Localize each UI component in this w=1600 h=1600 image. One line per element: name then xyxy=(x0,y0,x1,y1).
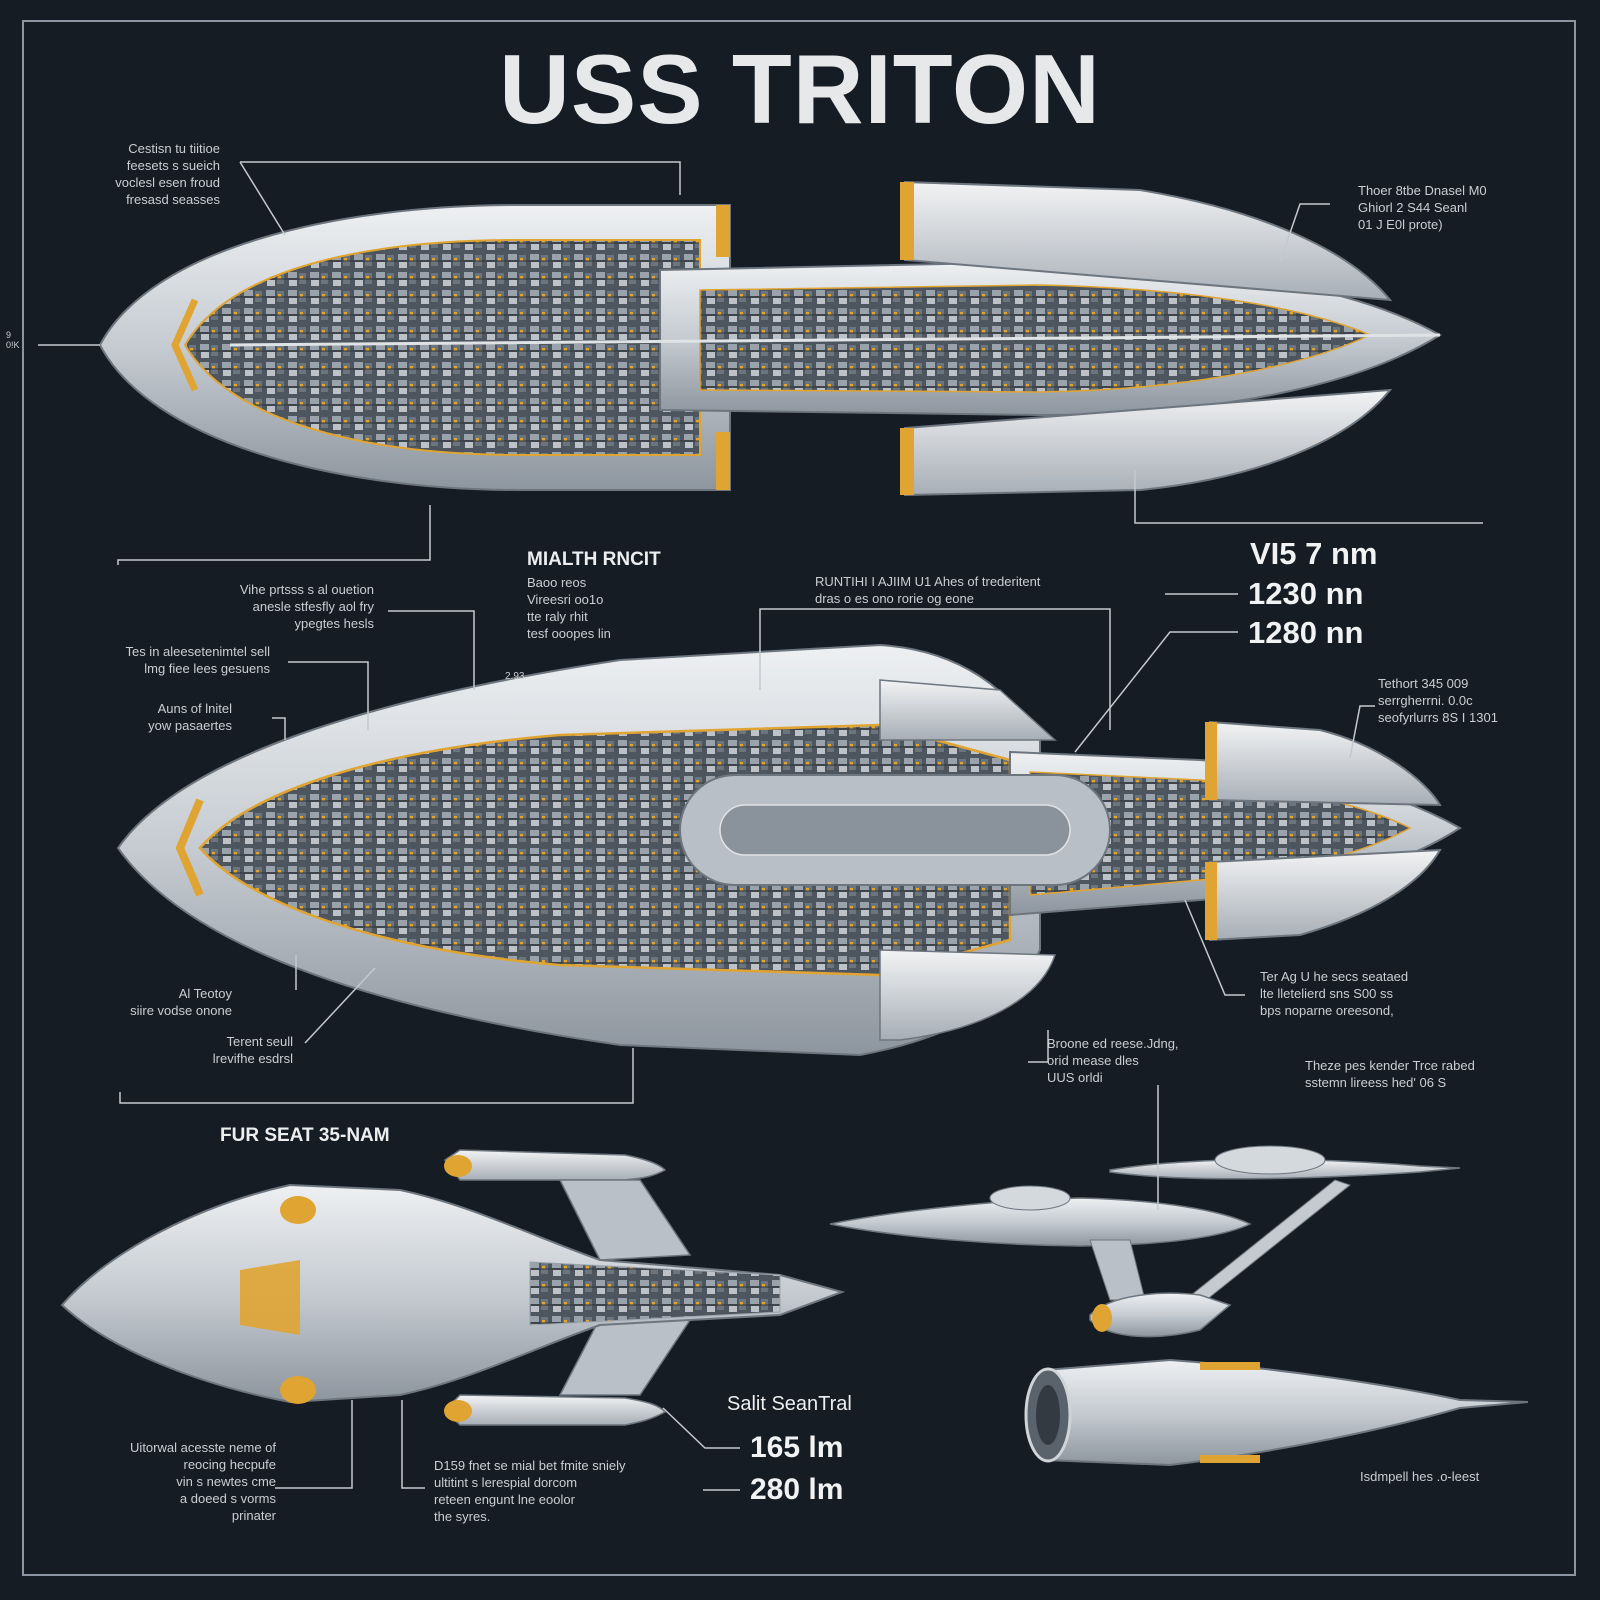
mid-bow-stripe xyxy=(175,798,204,897)
bottom-spec-label: Salit SeanTral xyxy=(727,1393,852,1415)
top-nacelle-cap-lower xyxy=(900,428,914,495)
mid-nacelle-lower xyxy=(1209,848,1442,942)
persp-nacelle-top xyxy=(443,1149,667,1181)
mid-callout-bottom: Broone ed reese.Jdng, orid mease dles UU… xyxy=(1047,1036,1179,1085)
persp-orange-panel xyxy=(240,1260,300,1335)
side-mark: 9 0!K xyxy=(6,330,20,350)
bottom-callout-right-bottom: Isdmpell hes .o-leest xyxy=(1360,1469,1480,1484)
engine-intake-inner xyxy=(1036,1385,1060,1445)
mid-nacelle-cap-lower xyxy=(1205,862,1217,940)
engine-detail-view xyxy=(1024,1358,1529,1467)
callout-top-left: Cestisn tu tiitioe feesets s sueich vocl… xyxy=(115,141,220,207)
persp-engine-bay xyxy=(529,1261,781,1326)
classic-deflector xyxy=(1092,1304,1112,1332)
mid-callout-right-bottom: Ter Ag U he secs seataed lte lletelierd … xyxy=(1260,969,1409,1018)
top-pylon-cap-lower xyxy=(716,432,730,490)
mid-callout-left-4: Al Teotoy siire vodse onone xyxy=(130,986,232,1018)
bottom-section-heading: FUR SEAT 35-NAM xyxy=(220,1125,390,1146)
engine-body xyxy=(1044,1358,1529,1467)
mid-callout-right-top: Tethort 345 009 serrgherrni. 0.0c seofyr… xyxy=(1378,676,1498,725)
persp-pylon-upper xyxy=(558,1179,692,1261)
engine-accent-top xyxy=(1200,1362,1260,1370)
bottom-spec-2: 280 lm xyxy=(750,1473,844,1506)
top-pylon-cap-upper xyxy=(716,205,730,257)
border-frame xyxy=(22,20,1576,1576)
page-title: USS TRITON xyxy=(499,34,1101,144)
mid-callout-left-2: Tes in aleesetenimtel sell lmg fiee lees… xyxy=(125,644,270,676)
ship-top-view xyxy=(98,180,1442,497)
ship-perspective-view xyxy=(60,1149,846,1426)
classic-strut xyxy=(1183,1179,1352,1306)
classic-neck xyxy=(1089,1239,1146,1301)
mid-callout-left-1: Vihe prtsss s al ouetion anesle stfesfly… xyxy=(239,582,374,631)
classic-saucer xyxy=(829,1197,1252,1247)
bottom-callout-mid: D159 fnet se mial bet fmite sniely ultit… xyxy=(434,1458,626,1524)
spec-top-3: 1280 nn xyxy=(1248,615,1364,650)
bottom-callout-right-top: Theze pes kender Trce rabed sstemn liree… xyxy=(1305,1058,1475,1090)
mid-section-subtext: Baoo reos Vireesri oo1o tte raly rhit te… xyxy=(527,575,611,641)
classic-bridge-dome xyxy=(989,1185,1071,1211)
bottom-spec-1: 165 lm xyxy=(750,1431,844,1464)
mid-upper-pod xyxy=(879,679,1057,741)
mid-nacelle-upper xyxy=(1209,720,1442,807)
engine-accent-bottom xyxy=(1200,1455,1260,1463)
classic-secondary-hull xyxy=(1089,1292,1232,1338)
mid-callout-left-5: Terent seull lrevifhe esdrsl xyxy=(212,1034,293,1066)
persp-main-hull xyxy=(60,1183,846,1404)
ship-classic-view xyxy=(829,1145,1461,1338)
bottom-callout-left: Uitorwal acesste neme of reocing hecpufe… xyxy=(130,1440,276,1523)
mid-nacelle-cap-upper xyxy=(1205,722,1217,800)
mid-scale-mark: 2.93 xyxy=(505,671,525,682)
persp-intake-lower xyxy=(280,1376,316,1404)
persp-nacelle-bottom xyxy=(443,1394,667,1426)
spec-top-1: VI5 7 nm xyxy=(1250,536,1378,571)
mid-lower-pod xyxy=(879,949,1057,1041)
mid-section-heading: MIALTH RNCIT xyxy=(527,549,661,570)
persp-nacelle-cap-bottom xyxy=(444,1400,472,1422)
top-nacelle-lower xyxy=(904,388,1393,497)
top-nacelle-cap-upper xyxy=(900,182,914,260)
top-keel-line xyxy=(229,333,1441,347)
top-nacelle-upper xyxy=(904,180,1393,302)
mid-label-top: RUNTIHI I AJIIM U1 Ahes of trederitent d… xyxy=(815,574,1041,606)
ship-side-cutaway xyxy=(116,643,1462,1057)
mid-callout-left-3: Auns of lnitel yow pasaertes xyxy=(148,701,232,733)
top-bow-stripe xyxy=(171,298,199,392)
persp-intake-upper xyxy=(280,1196,316,1224)
leader-lines xyxy=(38,161,1483,1491)
mid-capsule-core xyxy=(719,804,1071,856)
persp-nacelle-cap-top xyxy=(444,1155,472,1177)
spec-top-2: 1230 nn xyxy=(1248,576,1364,611)
callout-top-right: Thoer 8tbe Dnasel M0 Ghiorl 2 S44 Seanl … xyxy=(1358,183,1487,232)
classic-nacelle-dome xyxy=(1214,1145,1326,1175)
